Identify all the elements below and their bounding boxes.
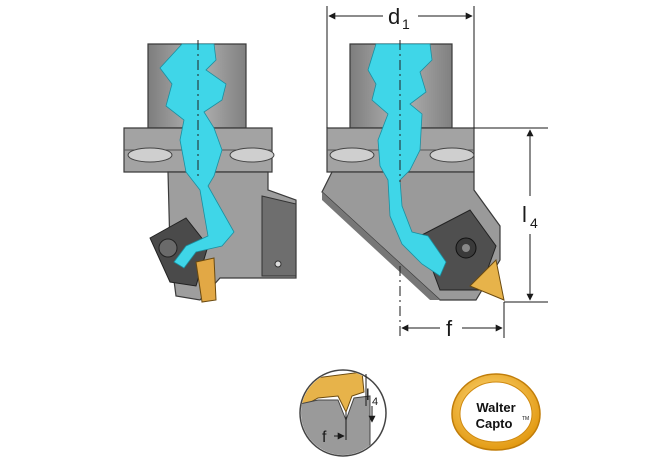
dimension-d1: d 1 <box>326 4 475 128</box>
l4-label: l <box>522 202 527 227</box>
front-view-toolholder <box>321 40 505 301</box>
inset-l4-label: l <box>366 387 370 404</box>
walter-capto-logo: Walter Capto TM <box>451 373 541 451</box>
inset-l4-subscript: 4 <box>372 396 378 408</box>
logo-capto-text: Capto <box>476 416 513 431</box>
d1-label: d <box>388 4 400 29</box>
logo-trademark: TM <box>522 416 529 422</box>
f-label: f <box>446 316 453 341</box>
dimension-l4: l 4 <box>474 127 548 303</box>
logo-walter-text: Walter <box>476 400 515 415</box>
l4-subscript: 4 <box>530 215 538 231</box>
inset-f-label: f <box>322 429 327 446</box>
detail-inset: l 4 f <box>299 369 387 457</box>
dimension-f: f <box>399 266 505 341</box>
d1-subscript: 1 <box>402 16 410 32</box>
side-view-toolholder <box>123 40 297 303</box>
